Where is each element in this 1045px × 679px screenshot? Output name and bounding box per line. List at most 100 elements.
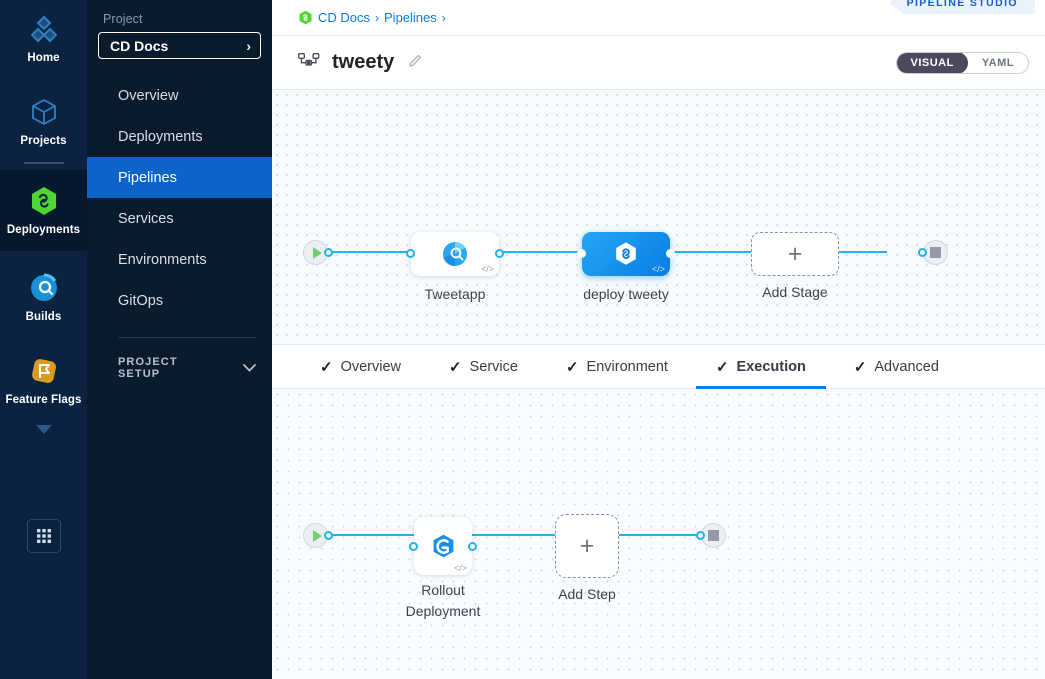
connector-line	[610, 534, 708, 536]
tab-environment[interactable]: ✓ Environment	[542, 345, 692, 388]
deployments-hexagon-icon	[27, 184, 61, 218]
breadcrumb-item-cd-docs[interactable]: CD Docs	[318, 10, 371, 25]
plus-icon: +	[579, 531, 595, 560]
breadcrumb-item-pipelines[interactable]: Pipelines	[384, 10, 437, 25]
check-icon: ✓	[853, 358, 867, 376]
end-circle	[701, 523, 726, 548]
connector-port-in[interactable]	[406, 249, 415, 258]
sidebar-item-overview[interactable]: Overview	[87, 75, 272, 116]
chevron-down-icon	[243, 359, 256, 377]
rail-item-builds[interactable]: Builds	[0, 251, 87, 332]
execution-end-node[interactable]	[696, 523, 726, 548]
connector-port-out[interactable]	[495, 249, 504, 258]
add-stage-button[interactable]: +	[751, 232, 839, 276]
step-label-line2: Deployment	[405, 603, 481, 619]
pencil-icon[interactable]	[408, 53, 423, 73]
stage-card[interactable]: </>	[582, 232, 670, 276]
feature-flags-icon	[27, 354, 61, 388]
connector-port-in[interactable]	[577, 249, 586, 258]
stage-label: deploy tweety	[583, 286, 669, 302]
sidebar-item-label: GitOps	[118, 292, 164, 309]
stage-node-deploy-tweety[interactable]: </> deploy tweety	[577, 232, 675, 302]
stage-canvas[interactable]: </> Tweetapp </>	[272, 90, 1045, 345]
connector-port-out[interactable]	[666, 249, 675, 258]
project-selector[interactable]: CD Docs ›	[98, 32, 261, 59]
sidebar-item-gitops[interactable]: GitOps	[87, 280, 272, 321]
toggle-option-yaml[interactable]: YAML	[981, 56, 1014, 69]
step-card[interactable]: </>	[414, 517, 472, 575]
stop-icon	[930, 247, 941, 258]
tab-service[interactable]: ✓ Service	[425, 345, 542, 388]
play-icon	[312, 246, 322, 259]
pipeline-studio-badge: PIPELINE STUDIO	[889, 0, 1035, 14]
project-setup-label: PROJECT SETUP	[118, 356, 178, 380]
step-node-rollout-deployment[interactable]: </> Rollout Deployment	[406, 517, 480, 619]
breadcrumb-separator: ›	[441, 10, 446, 25]
builds-circle-icon	[27, 271, 61, 305]
check-icon: ✓	[565, 358, 579, 376]
stage-label: Tweetapp	[424, 286, 486, 302]
tab-overview[interactable]: ✓ Overview	[296, 345, 425, 388]
view-mode-toggle[interactable]: VISUAL YAML	[895, 51, 1029, 74]
tab-execution[interactable]: ✓ Execution	[692, 345, 830, 389]
sidebar-item-pipelines[interactable]: Pipelines	[87, 157, 272, 198]
stage-code-badge: </>	[480, 264, 494, 274]
sidebar-project-setup[interactable]: PROJECT SETUP	[87, 338, 272, 380]
step-label-line1: Rollout	[421, 582, 465, 598]
tab-label: Environment	[586, 358, 668, 375]
execution-start-node[interactable]	[303, 523, 333, 548]
stage-node-tweetapp[interactable]: </> Tweetapp	[406, 232, 504, 302]
rail-item-deployments[interactable]: Deployments	[0, 170, 87, 251]
breadcrumb: CD Docs › Pipelines ›	[298, 10, 446, 25]
tab-label: Service	[469, 358, 518, 375]
stage-code-badge: </>	[651, 264, 665, 274]
connector-port-in[interactable]	[409, 542, 418, 551]
pipeline-start-node[interactable]	[303, 240, 333, 265]
rail-item-projects[interactable]: Projects	[0, 73, 87, 156]
deploy-stage-icon	[612, 240, 640, 268]
rail-item-home[interactable]: Home	[0, 0, 87, 73]
cube-icon	[27, 95, 61, 129]
start-circle	[303, 240, 328, 265]
pipeline-end-node[interactable]	[918, 240, 948, 265]
check-icon: ✓	[449, 358, 462, 376]
connector-port[interactable]	[324, 248, 333, 257]
stop-icon	[708, 530, 719, 541]
caret-down-icon[interactable]	[30, 421, 58, 442]
sidebar-item-environments[interactable]: Environments	[87, 239, 272, 280]
start-circle	[303, 523, 328, 548]
rail-label-projects: Projects	[20, 135, 67, 147]
tab-advanced[interactable]: ✓ Advanced	[830, 345, 963, 388]
sidebar-item-label: Overview	[118, 87, 179, 104]
app-grid-icon[interactable]	[26, 519, 61, 553]
sidebar-item-label: Pipelines	[118, 169, 177, 186]
add-step-label: Add Step	[558, 586, 616, 602]
build-stage-icon	[441, 240, 469, 268]
rail-label-builds: Builds	[25, 311, 62, 323]
add-step-button[interactable]: +	[555, 514, 619, 578]
rail-item-feature-flags[interactable]: Feature Flags	[0, 332, 87, 415]
home-diamond-icon	[27, 12, 61, 46]
add-stage-node[interactable]: + Add Stage	[751, 232, 839, 300]
tab-label: Advanced	[874, 358, 939, 375]
sidebar-item-deployments[interactable]: Deployments	[87, 116, 272, 157]
pipeline-title-bar: tweety VISUAL YAML	[272, 36, 1045, 90]
tab-label: Overview	[340, 358, 402, 375]
add-step-node[interactable]: + Add Step	[555, 514, 619, 602]
module-rail: Home Projects Deployments	[0, 0, 87, 679]
toggle-option-visual[interactable]: VISUAL	[896, 52, 968, 73]
execution-canvas[interactable]: </> Rollout Deployment + Add Step	[272, 389, 1045, 679]
sidebar-item-services[interactable]: Services	[87, 198, 272, 239]
rail-divider	[23, 162, 64, 164]
rollout-deployment-icon	[430, 533, 457, 560]
connector-port[interactable]	[696, 531, 705, 540]
stage-card[interactable]: </>	[411, 232, 499, 276]
rail-label-deployments: Deployments	[6, 224, 81, 236]
connector-port-out[interactable]	[468, 542, 477, 551]
breadcrumb-bar: CD Docs › Pipelines › PIPELINE STUDIO	[272, 0, 1045, 36]
connector-port[interactable]	[918, 248, 927, 257]
sidebar-nav-list: Overview Deployments Pipelines Services …	[87, 75, 272, 321]
connector-line	[497, 251, 607, 253]
connector-port[interactable]	[324, 531, 333, 540]
